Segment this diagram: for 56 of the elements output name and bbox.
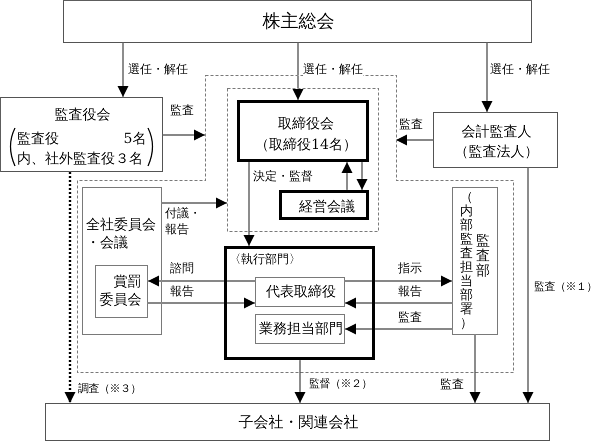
arrow [345, 298, 452, 308]
committee-box [94, 264, 148, 318]
box-title: 監査役会 [54, 106, 112, 124]
arrow [294, 360, 306, 403]
arrow [396, 134, 433, 146]
box-title: 監査部 [476, 234, 490, 278]
box-title: 経営会議 [298, 198, 356, 216]
box-text: （監査法人） [454, 143, 540, 162]
department-box [255, 314, 345, 344]
arrow [482, 43, 492, 112]
edge-label: 諮問 [170, 261, 194, 277]
arrow [244, 162, 254, 246]
meeting-box [63, 0, 532, 43]
edge-label: 選任・解任 [490, 62, 550, 78]
arrow [118, 43, 128, 97]
division-box [224, 246, 375, 360]
role-box [255, 277, 345, 307]
department-box [452, 187, 498, 335]
dashed-boundary [227, 88, 378, 231]
box-title: 〈執行部門〉 [229, 252, 302, 268]
box-title: 賞罰委員会 [100, 272, 143, 310]
edge-label: 選任・解任 [303, 62, 363, 78]
arrow [163, 130, 205, 140]
box-subtitle: （内部監査担当部署） [460, 191, 474, 331]
edge-label: 決定・監督 [253, 169, 313, 185]
auditor-box [433, 112, 558, 168]
board-box [0, 97, 163, 172]
arrow [470, 335, 480, 403]
company-box [45, 403, 550, 441]
arrow [292, 43, 304, 100]
board-box [237, 100, 369, 162]
arrow [162, 198, 227, 208]
committee-box [82, 187, 162, 335]
arrow [356, 162, 368, 190]
box-title: 取締役会 [277, 115, 335, 134]
edge-label: 指示 [398, 261, 422, 277]
box-title: 代表取締役 [265, 283, 337, 302]
box-title: 株主総会 [262, 10, 336, 34]
box-text: （取締役14名） [254, 136, 358, 154]
box-text: 内、社外監査役３名 [17, 150, 144, 168]
arrow [345, 276, 452, 286]
arrow [342, 162, 352, 190]
box-title: 会計監査人 [460, 123, 532, 142]
meeting-box [279, 190, 369, 220]
edge-label: 選任・解任 [128, 62, 188, 78]
edge-label: 報告 [170, 284, 194, 300]
edge-label: 報告 [398, 284, 422, 300]
arrow [148, 298, 255, 308]
arrow [345, 324, 452, 334]
box-title: 子会社・関連会社 [238, 413, 360, 432]
box-title: 業務担当部門 [258, 320, 344, 338]
arrow [522, 168, 534, 403]
arrow [64, 172, 76, 403]
arrow [148, 276, 255, 286]
box-title: 全社委員会・会議 [86, 216, 157, 252]
box-text: 監査役 5名 [17, 130, 147, 148]
